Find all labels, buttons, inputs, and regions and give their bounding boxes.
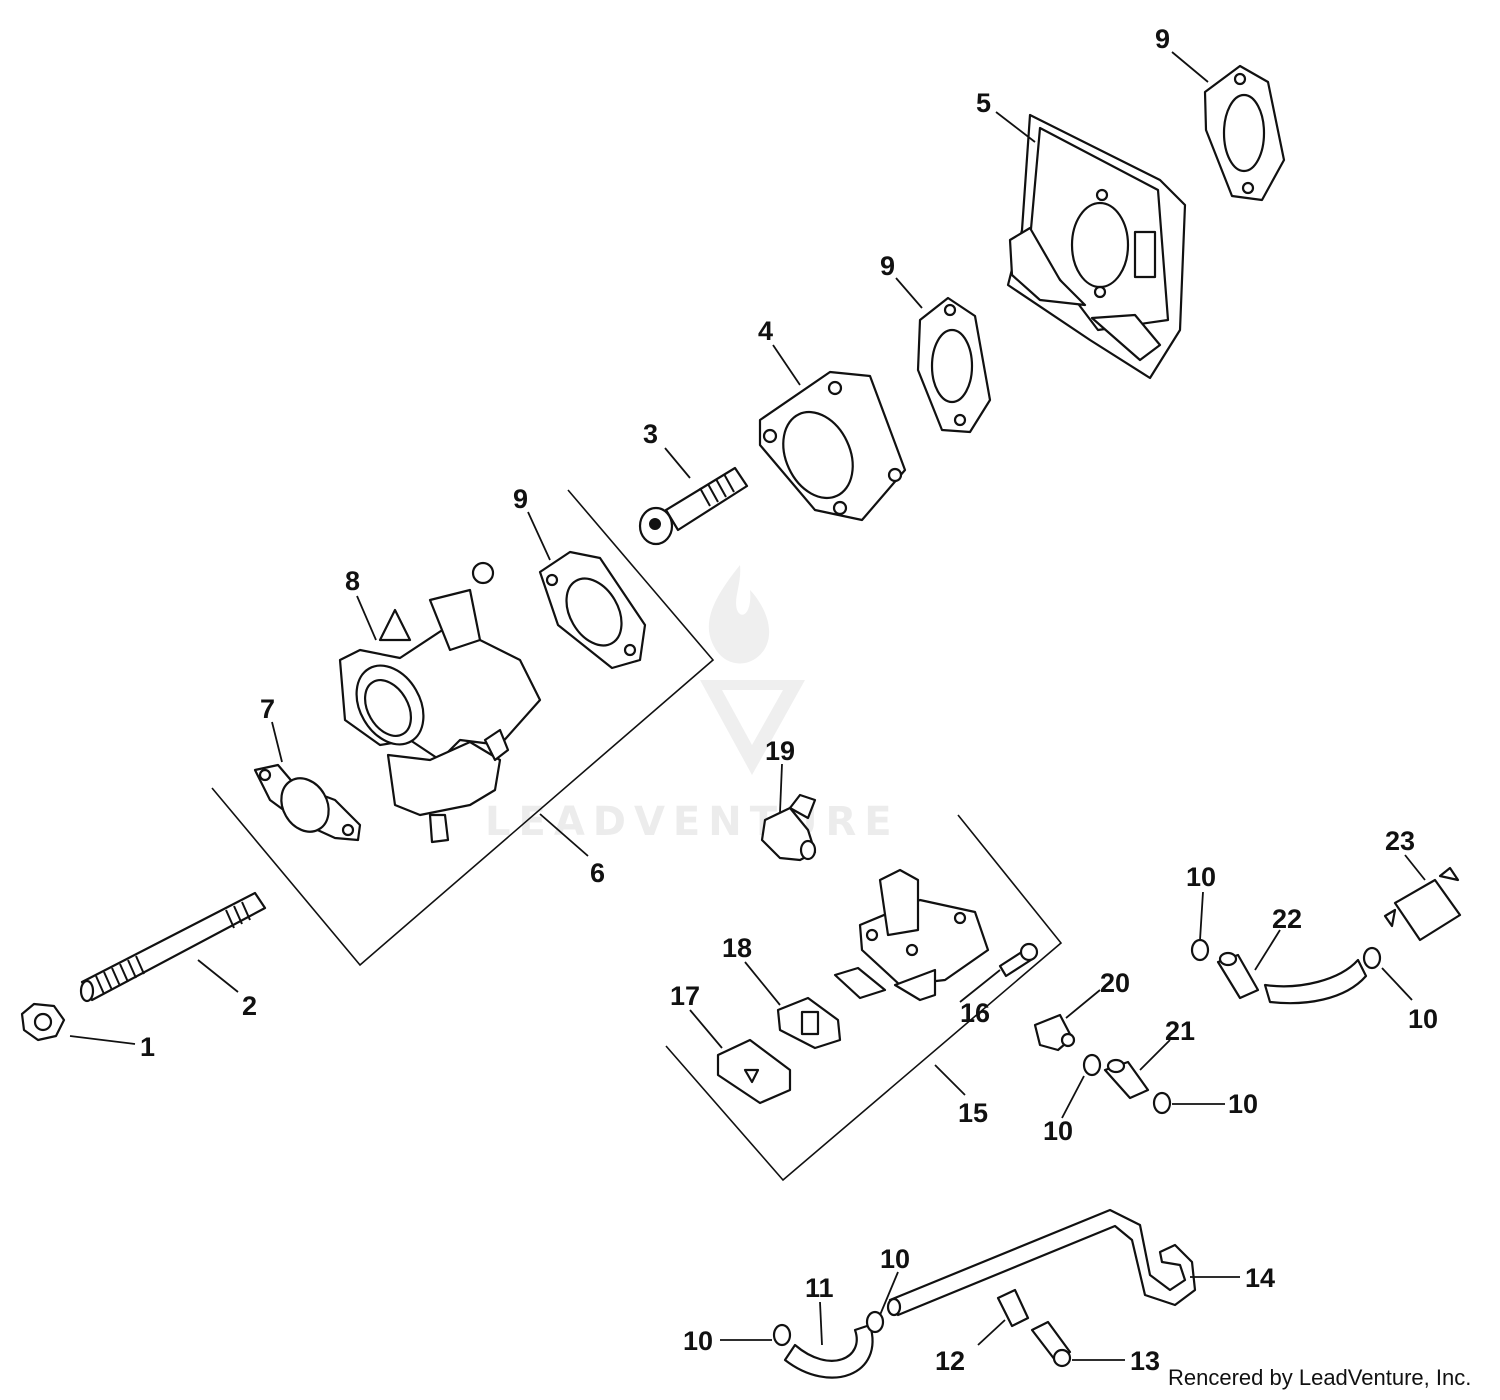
callout-label: 22 xyxy=(1272,904,1302,934)
leader-line xyxy=(539,813,589,857)
leader-line xyxy=(1139,1039,1171,1071)
heat-shield-part xyxy=(1006,113,1187,380)
callout-label: 14 xyxy=(1245,1263,1275,1293)
carburetor-part xyxy=(338,561,542,844)
watermark-text: LEADVENTURE xyxy=(485,799,900,845)
render-credit: Rencered by LeadVenture, Inc. xyxy=(1168,1365,1471,1390)
callout-label: 10 xyxy=(1408,1004,1438,1034)
spacer-block-part xyxy=(758,370,907,522)
screw-part xyxy=(1030,1320,1072,1368)
gasket-part xyxy=(916,296,992,434)
elbow-fitting-part xyxy=(760,793,817,862)
leader-line xyxy=(271,721,283,763)
leader-line xyxy=(959,969,1001,1003)
leader-line xyxy=(934,1064,966,1096)
leader-line xyxy=(197,959,239,993)
leader-line xyxy=(1404,854,1426,881)
watermark-flame-icon xyxy=(708,565,770,664)
callout-label: 21 xyxy=(1165,1016,1195,1046)
gasket-part xyxy=(1203,64,1286,202)
leader-line xyxy=(664,447,691,479)
callout-label: 15 xyxy=(958,1098,988,1128)
leader-line xyxy=(69,1035,136,1045)
callout-label: 20 xyxy=(1100,968,1130,998)
fuel-pump-part xyxy=(833,868,990,1002)
leader-line xyxy=(995,111,1036,143)
callout-label: 16 xyxy=(960,998,990,1028)
callout-label: 2 xyxy=(242,991,257,1021)
leader-line xyxy=(779,763,783,813)
leader-line xyxy=(356,595,377,641)
callout-label: 12 xyxy=(935,1346,965,1376)
callout-label: 1 xyxy=(140,1032,155,1062)
screw-part xyxy=(998,942,1039,978)
callout-label: 10 xyxy=(1186,862,1216,892)
callout-label: 18 xyxy=(722,933,752,963)
callout-label: 10 xyxy=(1043,1116,1073,1146)
leader-line xyxy=(744,961,781,1006)
leader-line xyxy=(1254,929,1281,971)
leader-line xyxy=(895,277,923,309)
callout-label: 3 xyxy=(643,419,658,449)
watermark: LEADVENTURE xyxy=(485,565,900,845)
watermark-v-icon xyxy=(700,680,805,775)
leader-line xyxy=(527,511,551,561)
callout-label: 17 xyxy=(670,981,700,1011)
elbow-hose-part xyxy=(783,1323,874,1379)
fuel-filter-part xyxy=(1383,866,1462,942)
leader-line xyxy=(1061,1075,1085,1119)
callout-label: 10 xyxy=(1228,1089,1258,1119)
gasket-part xyxy=(538,550,647,670)
stud-part xyxy=(79,891,267,1003)
hose-part xyxy=(1216,951,1368,1005)
callout-label: 9 xyxy=(1155,24,1170,54)
hose-part xyxy=(1103,1058,1150,1100)
leader-line xyxy=(879,1271,899,1316)
leader-line xyxy=(772,344,801,386)
hose-clamp-part xyxy=(772,938,1382,1347)
fuel-pump-kit-bracket xyxy=(665,814,1063,1182)
leader-line xyxy=(1065,989,1101,1019)
carburetor-kit-bracket xyxy=(211,489,715,967)
callout-label: 4 xyxy=(758,316,773,346)
callout-label: 8 xyxy=(345,566,360,596)
leader-line xyxy=(1381,967,1413,1001)
callout-label: 7 xyxy=(260,694,275,724)
leader-line xyxy=(1199,891,1204,941)
leader-line xyxy=(689,1009,723,1049)
callout-label: 13 xyxy=(1130,1346,1160,1376)
callout-label: 19 xyxy=(765,736,795,766)
callout-labels: 1 2 3 4 5 6 7 8 9 9 9 10 10 10 10 10 10 … xyxy=(140,24,1438,1376)
callout-label: 6 xyxy=(590,858,605,888)
fuel-line-part xyxy=(886,1208,1197,1317)
leader-line xyxy=(977,1319,1006,1346)
leader-line xyxy=(819,1301,823,1346)
callout-label: 10 xyxy=(683,1326,713,1356)
leader-lines xyxy=(69,51,1426,1361)
leader-line xyxy=(1171,51,1209,83)
clip-part xyxy=(996,1288,1030,1328)
callout-label: 9 xyxy=(880,251,895,281)
nut-part xyxy=(20,1002,66,1042)
callout-label: 9 xyxy=(513,484,528,514)
gasket-part xyxy=(253,763,362,842)
callout-label: 11 xyxy=(805,1273,834,1303)
bolt-part xyxy=(638,466,749,546)
fuel-pump-plate-part xyxy=(716,1038,792,1105)
callout-label: 23 xyxy=(1385,826,1415,856)
fuel-pump-gasket-part xyxy=(776,996,842,1050)
fitting-part xyxy=(1033,1013,1076,1052)
callout-label: 10 xyxy=(880,1244,910,1274)
callout-label: 5 xyxy=(976,88,991,118)
